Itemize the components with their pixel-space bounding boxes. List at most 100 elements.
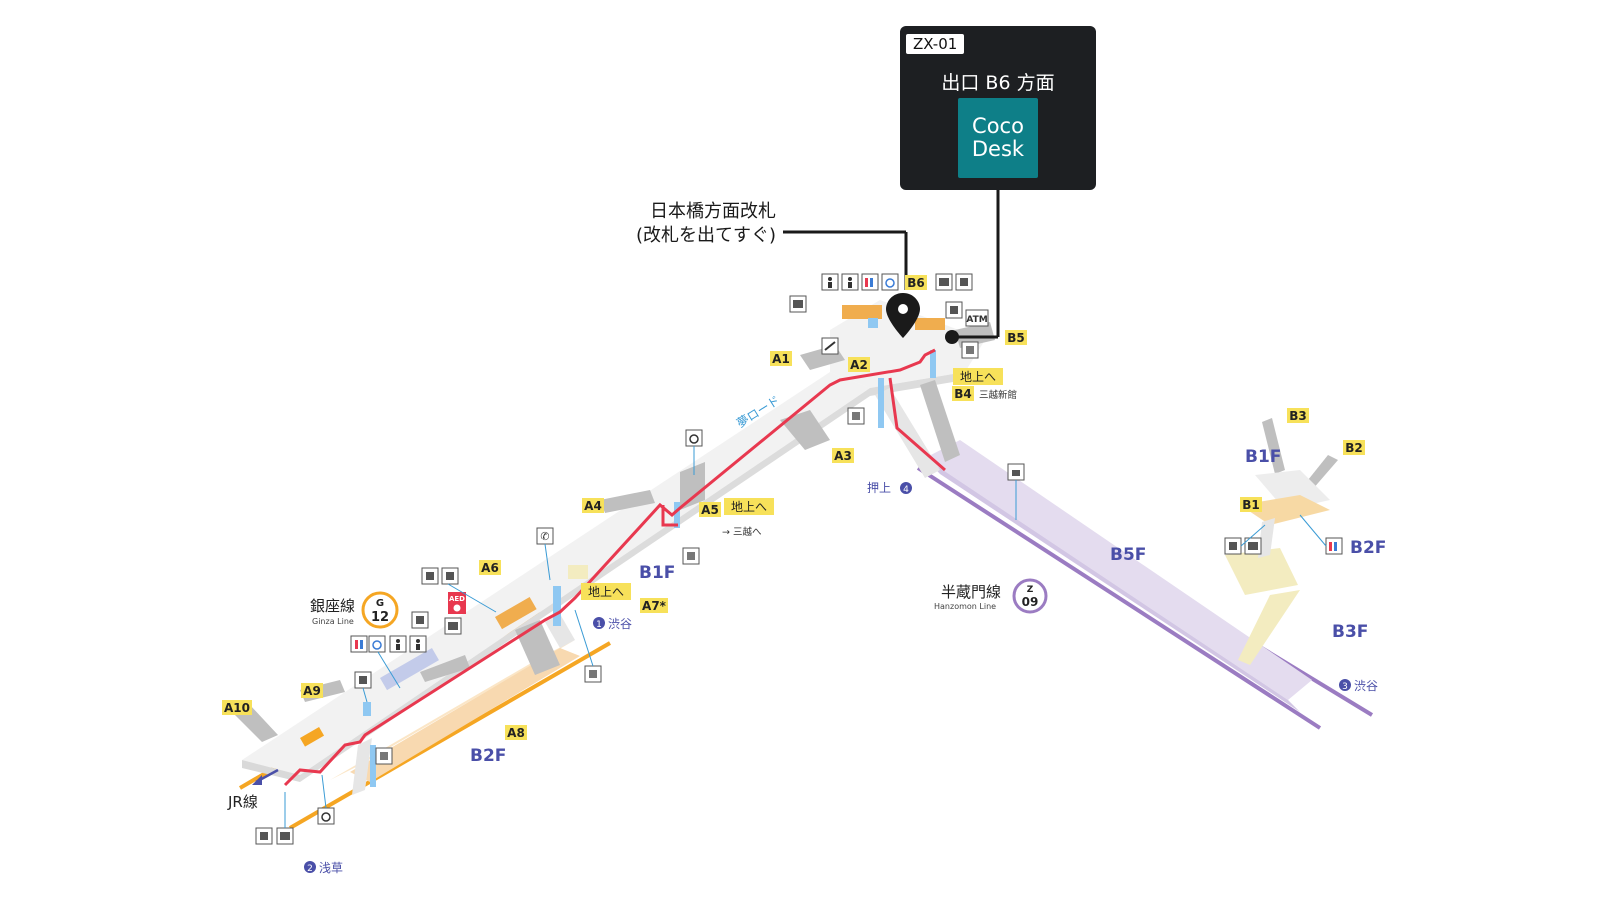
svg-text:押上: 押上 [867,481,891,495]
gate-pin-icon [886,293,920,338]
route-line-2 [888,377,946,472]
upper-shop-block-2 [915,318,945,330]
svg-text:2: 2 [307,864,313,874]
baby-care-icon-2 [821,273,839,291]
exit-badge-b3: B3 [1287,408,1309,423]
toilet-icon-3 [1325,537,1343,555]
exit-badge-a5: A5 [699,502,721,517]
station-office-icon-4 [935,273,953,291]
elevator-icon-4 [847,407,865,425]
svg-text:A5: A5 [701,503,719,517]
svg-text:Z: Z [1027,585,1034,595]
ginza-track-2 [288,641,612,830]
ticket-machine-icon-2 [411,611,429,629]
coin-locker-icon [421,567,439,585]
wheelchair-icon-2 [685,429,703,447]
svg-text:半蔵門線: 半蔵門線 [941,583,1001,601]
gate-label-line-2: (改札を出てすぐ) [635,225,776,246]
ticket-machine-icon-5 [1224,537,1242,555]
svg-text:1: 1 [596,620,602,630]
direction-oshiage-4: 押上 4 [867,481,912,495]
baby-care-icon [389,635,407,653]
svg-text:A4: A4 [584,499,602,513]
svg-text:A3: A3 [834,449,852,463]
to-ground-label-a5: 地上へ [724,498,774,515]
exit-badge-a1: A1 [770,351,792,366]
to-ground-label-b4: 地上へ [953,368,1003,385]
gate-label-line-1: 日本橋方面改札 [650,201,776,222]
ticket-machine-icon-3 [255,827,273,845]
stair-shaft-1 [352,738,372,795]
exit-badge-a10: A10 [222,700,252,715]
svg-text:09: 09 [1022,595,1039,609]
svg-text:Hanzomon Line: Hanzomon Line [934,602,996,611]
exit-stairs [232,322,1338,742]
elevator-icon-2 [584,665,602,683]
svg-text:ATM: ATM [966,315,987,325]
svg-text:浅草: 浅草 [319,861,343,875]
exit-badge-b2: B2 [1343,440,1365,455]
station-office-icon-2 [276,827,294,845]
brand-line-2: Desk [971,137,1025,161]
b1f-concourse-upper-edge [870,372,965,396]
stair-shaft-2 [545,614,575,648]
svg-text:A7*: A7* [642,599,667,613]
cocodesk-callout: ZX-01 出口 B6 方面 Coco Desk [900,26,1096,190]
svg-text:地上へ: 地上へ [960,370,996,384]
svg-text:B2: B2 [1345,441,1363,455]
b1f-concourse-main [242,372,870,775]
route-line-3 [661,505,678,527]
elevators [363,318,936,787]
svg-text:B3: B3 [1289,409,1307,423]
wheelchair-icon-4 [881,273,899,291]
svg-text:12: 12 [371,610,389,625]
floor-label-b2f-right: B2F [1350,538,1386,558]
svg-text:A6: A6 [481,561,499,575]
svg-text:B6: B6 [907,276,925,290]
direction-asakusa-2: 2 浅草 [304,861,343,875]
fare-adjust-icon [441,567,459,585]
hanzomon-platform-b5f [925,440,1312,700]
exit-badge-b5: B5 [1005,330,1027,345]
floor-label-b1f-right: B1F [1245,447,1281,467]
svg-text:A10: A10 [224,701,250,715]
svg-text:A1: A1 [772,352,790,366]
right-stair-2 [1238,590,1300,665]
exit-badge-a4: A4 [582,498,604,513]
svg-text:B4: B4 [954,387,972,401]
ticket-machine-icon-4 [945,301,963,319]
right-b3f-slab [1225,548,1298,595]
shop-block [494,597,537,630]
station-office-icon-3 [789,295,807,313]
hanzomon-line-symbol: 半蔵門線 Hanzomon Line Z 09 [934,578,1048,614]
exit-badge-a3: A3 [832,448,854,463]
direction-shibuya-3: 3 渋谷 [1339,679,1378,693]
mitsukoshi-note: → 三越へ [722,526,762,538]
floor-label-b2f: B2F [470,746,506,766]
exit-badge-b4: B4 [952,386,974,401]
cocodesk-location-dot [945,330,959,344]
svg-text:Ginza Line: Ginza Line [312,617,354,626]
svg-text:渋谷: 渋谷 [1354,679,1378,693]
direction-shibuya-1: 1 渋谷 [593,617,632,631]
floor-label-b1f: B1F [639,563,675,583]
svg-text:地上へ: 地上へ [588,585,624,599]
ginza-line-symbol: 銀座線 Ginza Line G 12 [310,591,399,629]
booth-code: ZX-01 [906,34,965,54]
fare-adjust-icon-2 [955,273,973,291]
svg-text:渋谷: 渋谷 [608,617,632,631]
station-office-icon [444,617,462,635]
svg-text:A8: A8 [507,726,525,740]
elevator-icon-3 [682,547,700,565]
phone-icon: ✆ [536,527,554,545]
upper-shop-block [842,305,882,319]
exit-badge-a9: A9 [301,683,323,698]
svg-text:B5: B5 [1007,331,1025,345]
right-b1f-slab [1255,470,1330,510]
svg-text:A9: A9 [303,684,321,698]
route-line [283,348,936,787]
facility-icons: AED ✆ ATM [255,273,1343,845]
toilet-icon-2 [861,273,879,291]
